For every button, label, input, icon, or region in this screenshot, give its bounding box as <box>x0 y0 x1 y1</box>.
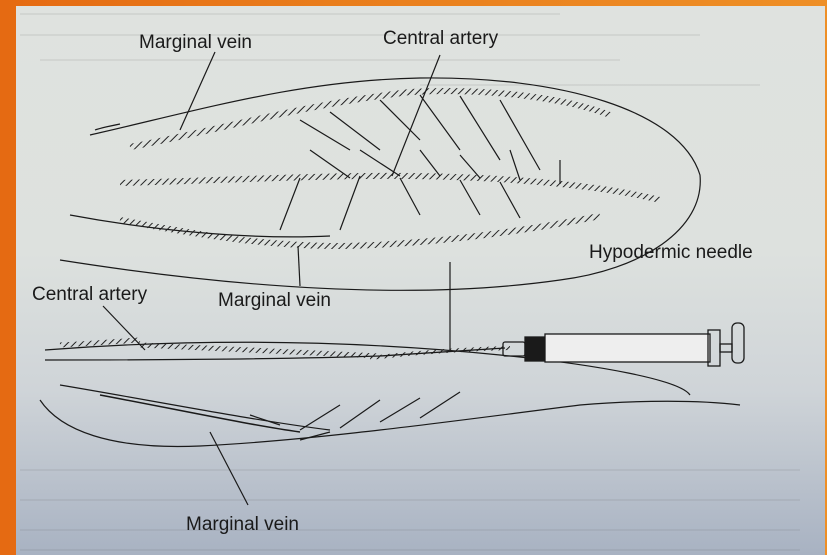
label-marginal-vein-top: Marginal vein <box>139 32 252 53</box>
label-marginal-vein-mid: Marginal vein <box>218 290 331 311</box>
label-marginal-vein-bottom: Marginal vein <box>186 514 299 535</box>
figure-photo: Marginal vein Central artery Marginal ve… <box>16 6 825 555</box>
syringe-icon <box>380 323 744 366</box>
label-central-artery-left: Central artery <box>32 284 148 305</box>
label-central-artery-top: Central artery <box>383 28 499 49</box>
label-hypodermic-needle: Hypodermic needle <box>589 242 753 263</box>
ear-vessel-diagram: Marginal vein Central artery Marginal ve… <box>16 6 825 555</box>
